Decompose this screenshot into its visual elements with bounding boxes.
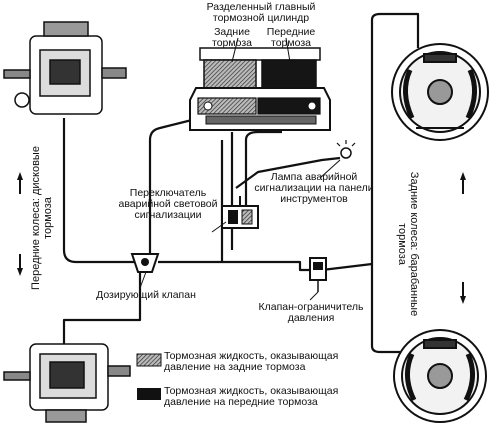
warning-switch-label: Переключатель аварийной световой сигнали…	[118, 187, 218, 221]
master-cylinder	[189, 47, 331, 131]
legend-text-rear: Тормозная жидкость, оказывающая давление…	[164, 350, 339, 373]
rear-drum-brake-upper	[391, 43, 489, 141]
front-brakes-label: Передние тормоза	[266, 26, 316, 49]
warning-lamp-label: Лампа аварийной сигнализации на панели и…	[254, 171, 374, 205]
legend-swatch-front	[137, 388, 161, 400]
pressure-limiter-label: Клапан-ограничитель давления	[258, 301, 364, 324]
rear-drum-brake-lower	[393, 329, 487, 423]
front-disc-brake-lower	[3, 343, 131, 423]
direction-arrows	[17, 172, 466, 304]
brake-lines	[62, 12, 420, 354]
master-cylinder-label: Разделенный главный тормозной цилиндр	[206, 1, 316, 24]
pressure-limiter-valve	[309, 257, 327, 292]
metering-valve	[130, 253, 160, 273]
front-wheels-label: Передние колеса: дисковые тормоза	[30, 146, 54, 290]
rear-wheels-label: Задние колеса: барабанные тормоза	[396, 171, 420, 317]
front-disc-brake-upper	[3, 21, 127, 115]
leader-lines	[139, 37, 341, 301]
warning-lamp	[336, 140, 356, 159]
rear-brakes-label: Задние тормоза	[212, 26, 252, 49]
legend-swatch-rear	[136, 353, 162, 367]
warning-switch	[221, 196, 259, 229]
legend-text-front: Тормозная жидкость, оказывающая давление…	[164, 385, 339, 408]
metering-valve-label: Дозирующий клапан	[96, 289, 196, 301]
